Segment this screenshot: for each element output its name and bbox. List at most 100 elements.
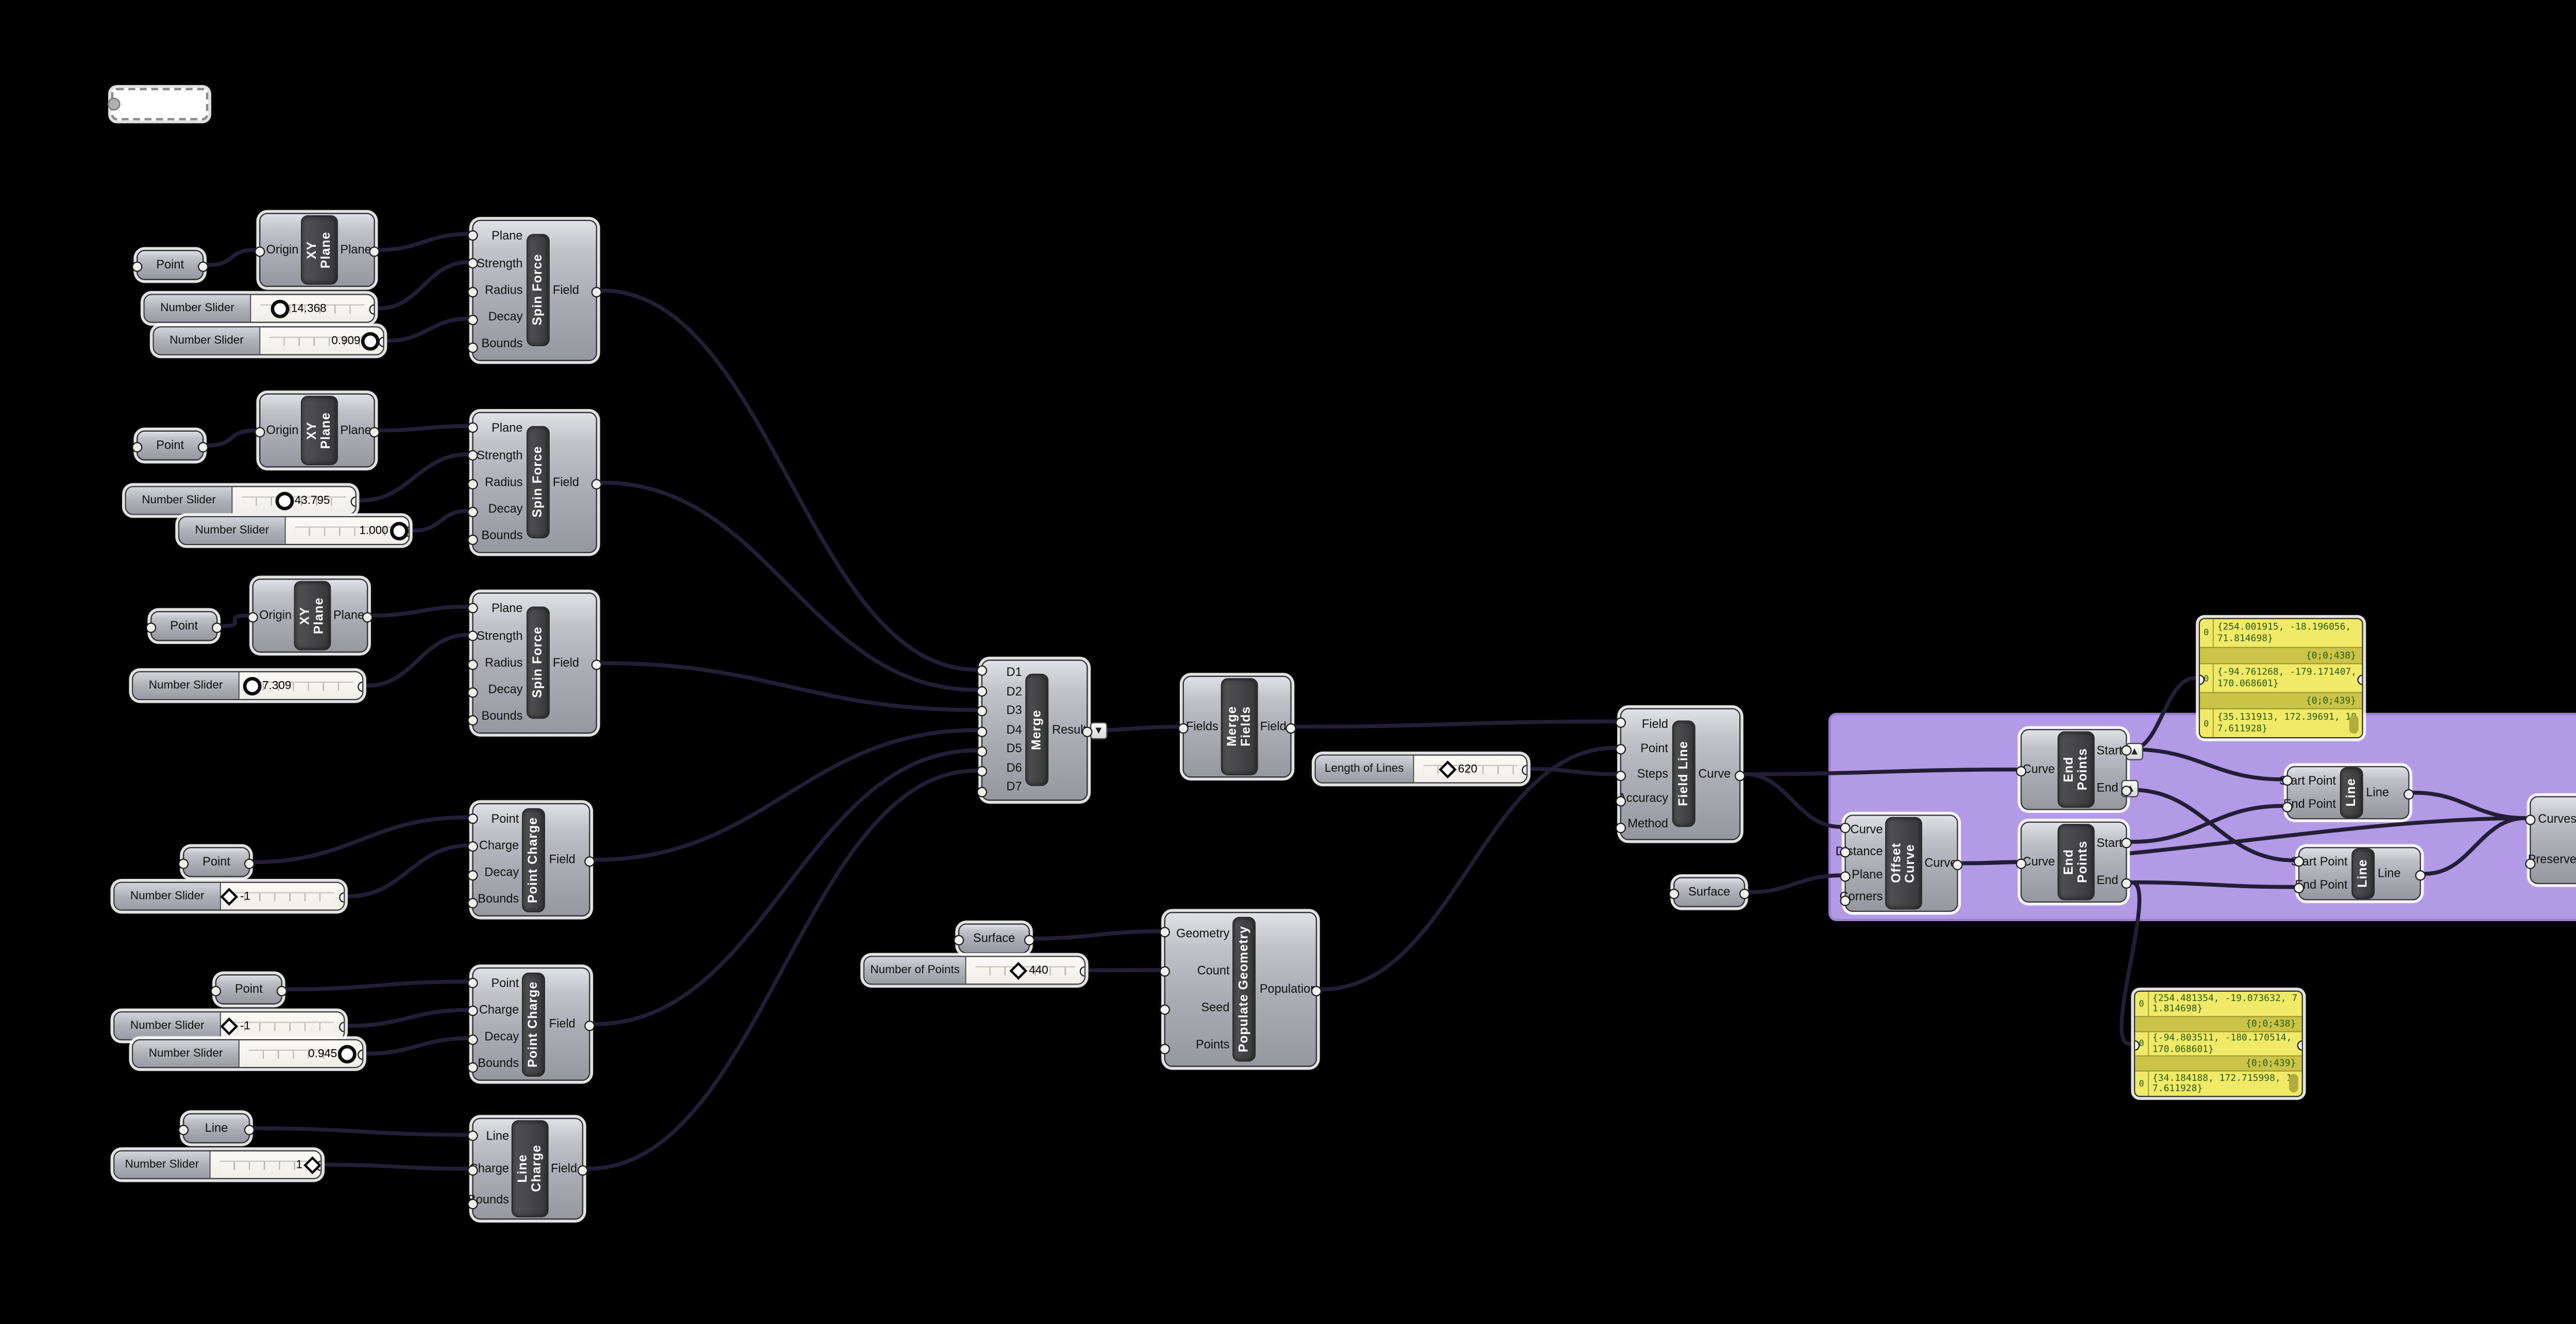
output-port-line[interactable]	[2415, 870, 2426, 880]
wire[interactable]	[1032, 929, 1162, 941]
wire[interactable]	[2129, 804, 2284, 844]
slider-knob[interactable]	[389, 521, 408, 540]
output-port-plane[interactable]	[369, 246, 380, 257]
wire[interactable]	[324, 1162, 470, 1171]
output-port-result[interactable]	[1082, 726, 1093, 737]
output-port-field[interactable]	[591, 478, 602, 489]
input-port-fields[interactable]	[1178, 722, 1189, 733]
input-port-point[interactable]	[467, 813, 478, 824]
input-port-radius[interactable]	[467, 478, 478, 489]
wire[interactable]	[347, 1008, 470, 1028]
wire[interactable]	[377, 424, 470, 433]
input-port-d2[interactable]	[976, 686, 988, 697]
param-surface[interactable]: Surface	[1669, 877, 1750, 908]
input-port-point[interactable]	[210, 985, 222, 996]
param-line[interactable]: Line	[178, 1113, 255, 1144]
slider-track[interactable]: 1.000	[285, 517, 409, 544]
input-port-decay[interactable]	[467, 1034, 478, 1045]
component-join-curves[interactable]: CurvesPreserveJoin CurvesCurves	[2525, 796, 2576, 885]
wire[interactable]	[377, 260, 470, 311]
output-port-number[interactable]	[369, 304, 374, 315]
output-port-population[interactable]	[1311, 985, 1322, 996]
input-port-bounds[interactable]	[467, 715, 478, 726]
input-port-curves[interactable]	[2525, 814, 2536, 825]
input-port-decay[interactable]	[467, 870, 478, 880]
wire[interactable]	[2129, 747, 2284, 782]
data-panel[interactable]: 0{254.001915, -18.196056, 71.814698}{0;0…	[2198, 618, 2363, 739]
input-port-bounds[interactable]	[467, 1198, 478, 1209]
wire[interactable]	[600, 288, 979, 672]
wire[interactable]	[600, 661, 979, 712]
wire[interactable]	[412, 508, 470, 533]
note-panel[interactable]	[107, 88, 209, 121]
input-port-geometry[interactable]	[1159, 927, 1170, 938]
output-port-end[interactable]	[2121, 786, 2132, 796]
output-port-number[interactable]	[1079, 966, 1084, 977]
slider-knob[interactable]	[221, 887, 239, 906]
input-port-steps[interactable]	[1615, 770, 1626, 781]
output-port-line[interactable]	[2403, 788, 2414, 800]
input-port-surface[interactable]	[1669, 888, 1680, 899]
wire[interactable]	[366, 1036, 470, 1056]
input-port-point[interactable]	[132, 261, 143, 271]
output-port-line[interactable]	[244, 1124, 255, 1135]
wire[interactable]	[252, 815, 470, 864]
input-port-d7[interactable]	[976, 786, 988, 797]
input-port-d6[interactable]	[976, 766, 988, 777]
input-port-point[interactable]	[178, 858, 189, 869]
input-port-line[interactable]	[178, 1124, 189, 1135]
input-port-seed[interactable]	[1159, 1005, 1170, 1015]
output-port-number[interactable]	[1521, 765, 1527, 775]
input-port-plane[interactable]	[467, 422, 478, 433]
wire[interactable]	[1088, 968, 1162, 973]
slider-knob[interactable]	[221, 1016, 239, 1035]
number-slider[interactable]: Number Slider-1	[113, 881, 345, 911]
input-port-curve[interactable]	[1840, 823, 1851, 834]
param-surface[interactable]: Surface	[953, 923, 1035, 954]
output-port-field[interactable]	[577, 1164, 588, 1176]
data-panel[interactable]: 0{254.481354, -19.073632, 71.814698}{0;0…	[2133, 990, 2303, 1097]
output-port-start[interactable]	[2121, 745, 2132, 756]
slider-knob[interactable]	[271, 299, 290, 318]
input-port-method[interactable]	[1615, 823, 1626, 834]
output-port-end[interactable]	[2121, 878, 2132, 889]
input-port-corners[interactable]	[1840, 895, 1851, 906]
param-point[interactable]: Point	[210, 974, 287, 1005]
wire[interactable]	[1748, 873, 1842, 894]
output-port-number[interactable]	[350, 496, 355, 507]
scrollbar-thumb[interactable]	[2289, 1074, 2298, 1093]
input-port-count[interactable]	[1159, 966, 1170, 977]
slider-track[interactable]: 14.368	[251, 295, 374, 322]
wire[interactable]	[359, 452, 470, 503]
output-port-number[interactable]	[339, 1022, 344, 1032]
slider-track[interactable]: 0.945	[240, 1040, 363, 1067]
input-port-strength[interactable]	[467, 258, 478, 269]
wire[interactable]	[2120, 880, 2142, 1046]
input-port-origin[interactable]	[255, 246, 265, 257]
wire[interactable]	[206, 428, 257, 448]
input-port-curve[interactable]	[2015, 858, 2027, 869]
input-port-charge[interactable]	[467, 1164, 478, 1176]
slider-knob[interactable]	[303, 1156, 321, 1174]
input-port-curve[interactable]	[2015, 765, 2027, 776]
output-port-number[interactable]	[358, 682, 363, 692]
input-port-radius[interactable]	[467, 286, 478, 297]
number-slider[interactable]: Number Slider-1	[113, 1011, 345, 1041]
